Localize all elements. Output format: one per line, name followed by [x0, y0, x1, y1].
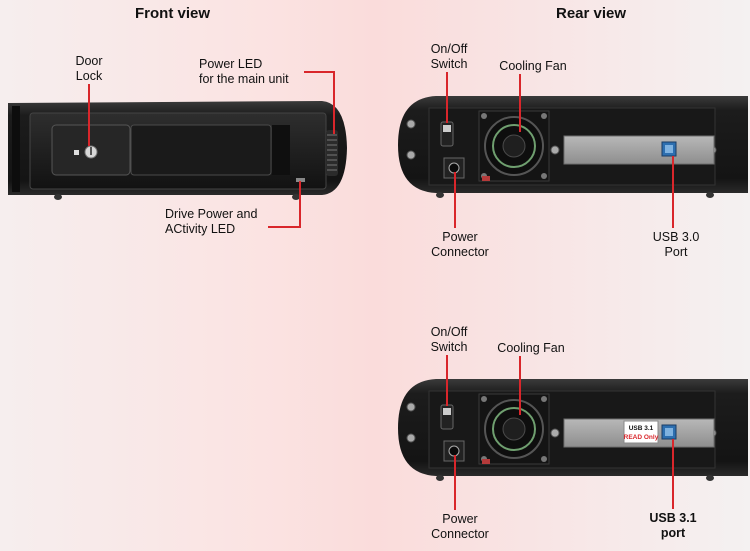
door-lock-label-line1: Door	[75, 54, 103, 68]
bottom-switch-label: On/Off Switch	[419, 325, 479, 355]
vent-grille	[326, 130, 338, 176]
drive-led-label-line2: ACtivity LED	[165, 222, 236, 236]
drive-led-label: Drive Power and ACtivity LED	[165, 207, 257, 237]
top-usb-label-line2: Port	[664, 245, 688, 259]
front-enclosure	[8, 101, 347, 200]
bottom-fan-label: Cooling Fan	[497, 341, 565, 355]
power-led-callout	[304, 71, 335, 134]
power-led-label: Power LED for the main unit	[199, 57, 289, 87]
top-power-label-line2: Connector	[431, 245, 489, 259]
drive-activity-led	[296, 178, 305, 182]
bottom-switch-label-line2: Switch	[430, 340, 468, 354]
drive-led-callout	[268, 181, 301, 228]
bottom-power-label: Power Connector	[422, 512, 498, 542]
sticker-line2: READ Only	[624, 434, 659, 441]
bottom-power-label-line2: Connector	[431, 527, 489, 541]
top-switch-label: On/Off Switch	[419, 42, 479, 72]
bottom-switch-label-line1: On/Off	[430, 325, 468, 339]
rear-bottom-callouts	[446, 355, 674, 510]
rear-view-heading: Rear view	[556, 5, 627, 22]
tray-handle-right	[130, 124, 272, 176]
bottom-power-label-line1: Power	[442, 512, 478, 526]
top-switch-label-line1: On/Off	[430, 42, 468, 56]
top-usb-plate	[563, 135, 715, 165]
front-callouts	[88, 71, 335, 228]
rear-enclosure-bottom: USB 3.1 READ Only	[398, 379, 748, 481]
top-switch-label-line2: Switch	[430, 57, 468, 71]
front-view-heading: Front view	[135, 5, 211, 22]
door-lock-label-line2: Lock	[75, 69, 103, 83]
top-usb-label-line1: USB 3.0	[652, 230, 700, 244]
read-only-sticker	[623, 420, 659, 444]
door-lock-label: Door Lock	[66, 54, 112, 84]
top-fan	[478, 110, 550, 182]
power-led-label-line2: for the main unit	[199, 72, 289, 86]
bottom-usb-label-line2: port	[660, 526, 686, 540]
bottom-usb-label-line1: USB 3.1	[649, 511, 697, 525]
rear-enclosure-top	[398, 96, 748, 198]
rear-top-callouts	[446, 72, 674, 228]
bottom-fan	[478, 393, 550, 465]
sticker-line1: USB 3.1	[629, 425, 654, 432]
power-led-label-line1: Power LED	[199, 57, 263, 71]
drive-led-label-line1: Drive Power and	[165, 207, 258, 221]
top-usb-label: USB 3.0 Port	[646, 230, 706, 260]
top-fan-label: Cooling Fan	[499, 59, 567, 73]
bottom-usb-label: USB 3.1 port	[643, 511, 703, 541]
top-power-label-line1: Power	[442, 230, 478, 244]
top-power-label: Power Connector	[422, 230, 498, 260]
